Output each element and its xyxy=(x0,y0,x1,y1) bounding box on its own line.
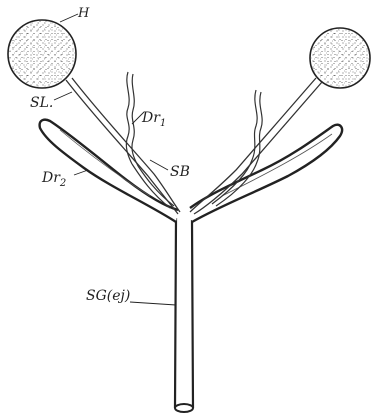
left-gland-arm xyxy=(40,120,178,222)
label-dr2-main: Dr xyxy=(41,170,61,186)
left-testis xyxy=(8,20,76,88)
label-dr2: Dr2 xyxy=(41,170,66,189)
label-sb: SB xyxy=(170,164,190,180)
label-dr1-subscript: 1 xyxy=(160,118,166,129)
label-dr1: Dr1 xyxy=(141,110,166,129)
label-dr1-main: Dr xyxy=(141,110,161,126)
label-sg-ej: SG(ej) xyxy=(86,288,130,304)
label-sl: SL. xyxy=(30,95,53,111)
ejaculatory-duct xyxy=(175,218,193,412)
label-dr2-subscript: 2 xyxy=(59,178,66,189)
label-h: H xyxy=(77,6,90,21)
right-gland-arm xyxy=(190,125,342,222)
right-testis xyxy=(310,28,370,88)
